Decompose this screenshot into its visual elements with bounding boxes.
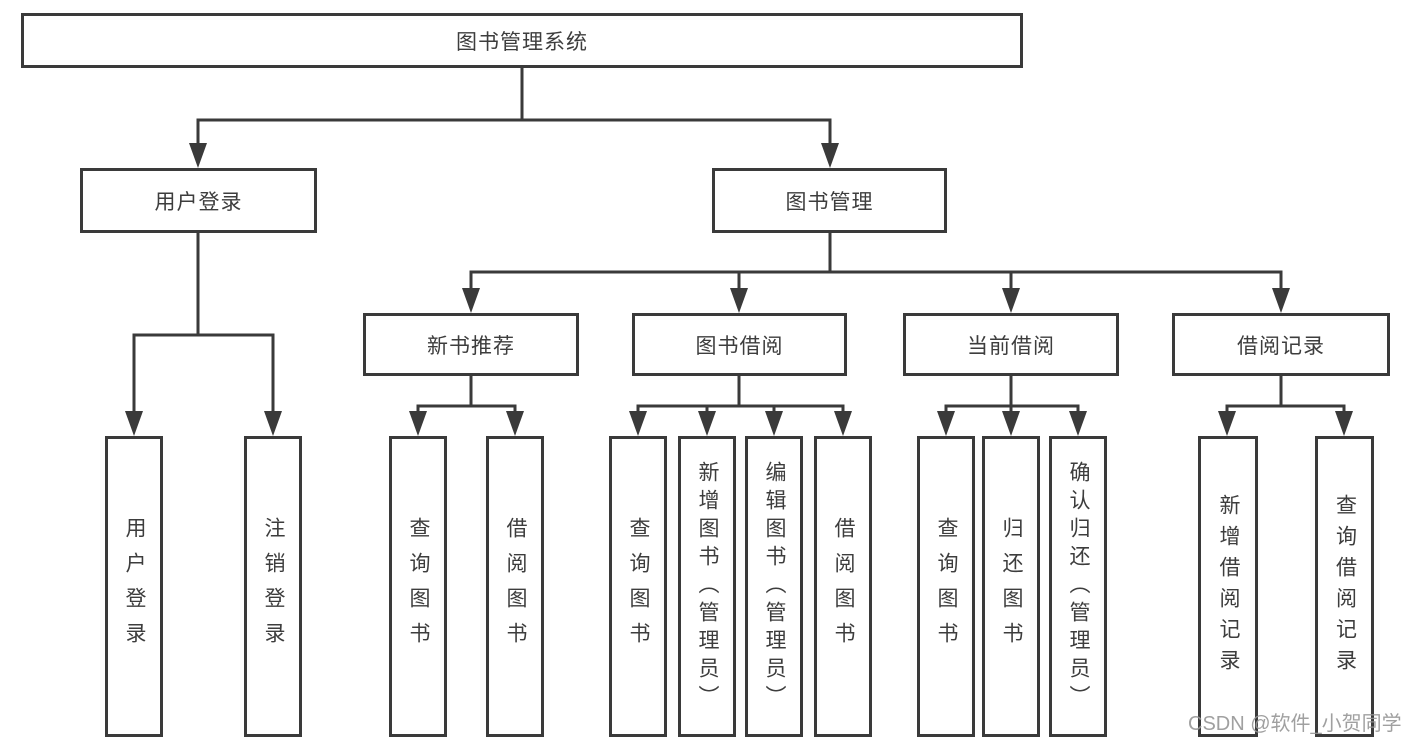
connector-borrow-records-to-leaves: [1225, 374, 1346, 414]
connector-new-book-to-leaves: [416, 374, 517, 414]
leaf-add-borrow-record: 新增借阅记录: [1198, 436, 1258, 737]
leaf-borrow-books-recommend: 借阅图书: [486, 436, 544, 737]
node-library-management-system: 图书管理系统: [21, 13, 1023, 68]
watermark: CSDN @软件_小贺同学: [1188, 713, 1402, 735]
node-borrowing-records: 借阅记录: [1172, 313, 1390, 376]
leaf-query-borrow-record: 查询借阅记录: [1315, 436, 1374, 737]
arrowheads: [125, 143, 1353, 436]
leaf-return-books: 归还图书: [982, 436, 1040, 737]
connector-book-borrow-to-leaves: [636, 374, 845, 414]
node-new-book-recommendation: 新书推荐: [363, 313, 579, 376]
leaf-edit-book-admin: 编辑图书（管理员）: [745, 436, 803, 737]
leaf-confirm-return-admin: 确认归还（管理员）: [1049, 436, 1107, 737]
connector-user-login-to-leaves: [132, 231, 275, 414]
leaf-user-login: 用户登录: [105, 436, 163, 737]
connector-root-to-level2: [196, 66, 832, 146]
node-book-borrowing: 图书借阅: [632, 313, 847, 376]
node-book-management: 图书管理: [712, 168, 947, 233]
connector-book-management-to-level3: [469, 231, 1283, 291]
node-user-login: 用户登录: [80, 168, 317, 233]
leaf-logout: 注销登录: [244, 436, 302, 737]
leaf-query-books-current: 查询图书: [917, 436, 975, 737]
node-current-borrowing: 当前借阅: [903, 313, 1119, 376]
leaf-query-books-recommend: 查询图书: [389, 436, 447, 737]
leaf-query-books-borrow: 查询图书: [609, 436, 667, 737]
leaf-borrow-books: 借阅图书: [814, 436, 872, 737]
leaf-add-book-admin: 新增图书（管理员）: [678, 436, 736, 737]
connector-current-borrow-to-leaves: [944, 374, 1080, 414]
